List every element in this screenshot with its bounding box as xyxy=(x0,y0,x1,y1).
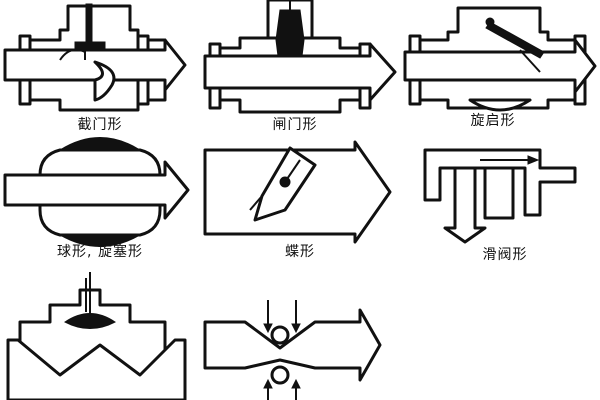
globe-valve-drawing xyxy=(3,3,187,112)
gate-valve-drawing xyxy=(203,0,397,114)
butterfly-valve-drawing xyxy=(203,140,392,244)
ball-plug-valve-drawing xyxy=(3,137,190,247)
diaphragm-valve-drawing xyxy=(6,272,187,400)
slide-valve-label: 滑阀形 xyxy=(482,247,528,263)
ball-plug-valve-label: 球形, 旋塞形 xyxy=(57,244,143,260)
swing-check-valve-label: 旋启形 xyxy=(470,113,516,129)
butterfly-valve-label: 蝶形 xyxy=(285,244,315,260)
slide-valve-drawing xyxy=(423,148,577,244)
gate-valve-label: 闸门形 xyxy=(272,117,318,133)
pinch-valve-drawing xyxy=(203,300,382,400)
globe-valve-label: 截门形 xyxy=(77,117,123,133)
swing-check-valve-drawing xyxy=(403,6,597,112)
